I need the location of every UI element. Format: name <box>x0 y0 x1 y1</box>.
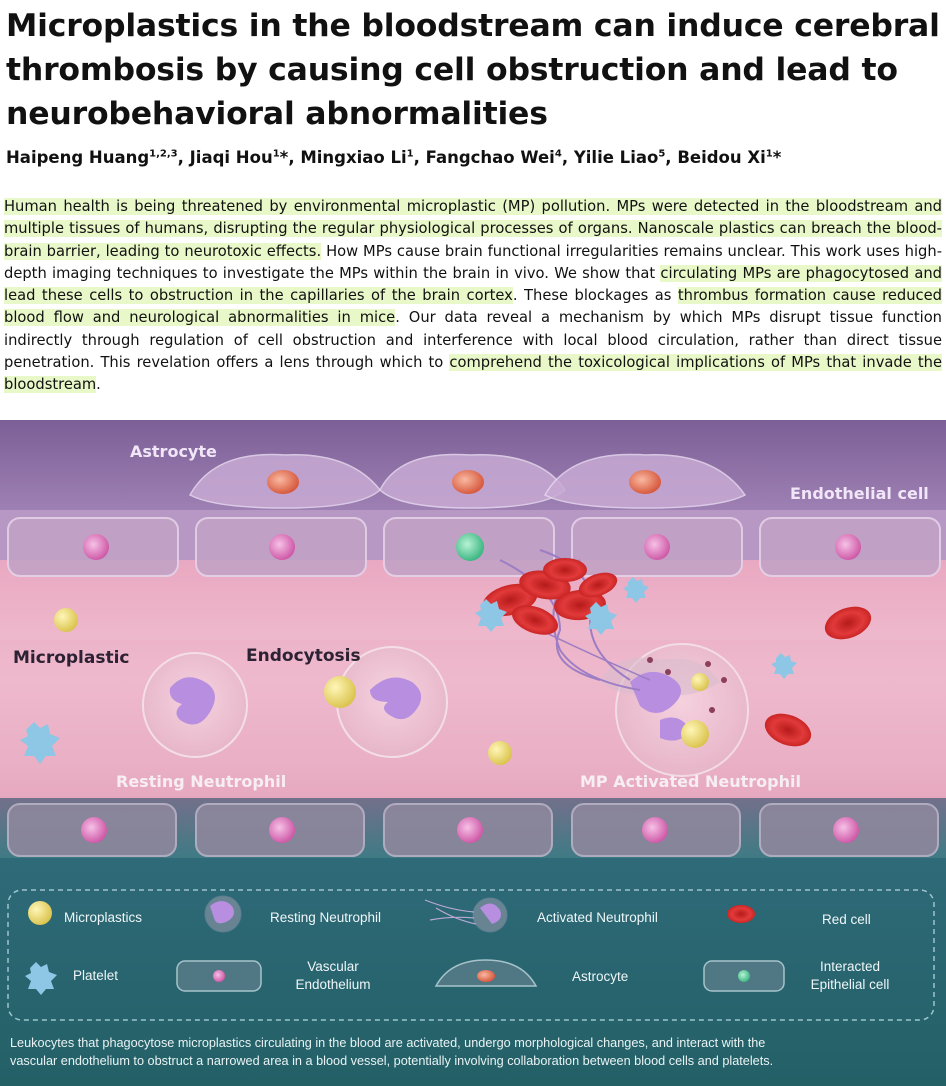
abstract-text: . <box>96 376 101 394</box>
activated-neutrophil <box>499 549 749 777</box>
legend-resting-neutrophil: Resting Neutrophil <box>270 910 381 925</box>
legend-activated-neutrophil-icon <box>424 897 508 933</box>
label-endothelial-cell: Endothelial cell <box>790 484 929 503</box>
endothelium-bottom <box>7 803 939 857</box>
author-affiliation: 1,2,3 <box>149 148 178 160</box>
author: Fangchao Wei4 <box>426 148 562 167</box>
abstract-text: . These blockages as <box>512 287 678 305</box>
author: Jiaqi Hou1* <box>190 148 289 167</box>
author: Yilie Liao5 <box>574 148 665 167</box>
astrocyte-nucleus <box>452 470 484 494</box>
author-corresponding-mark: * <box>279 148 289 167</box>
abstract-text: How MPs cause brain functional irregular… <box>4 242 942 282</box>
resting-neutrophil <box>142 652 248 758</box>
author: Beidou Xi1* <box>677 148 781 167</box>
author-affiliation: 1 <box>406 148 414 160</box>
author-list: Haipeng Huang1,2,3, Jiaqi Hou1*, Mingxia… <box>6 148 782 167</box>
legend-interacted-line1: Interacted <box>820 959 880 974</box>
author-affiliation: 1 <box>765 148 773 160</box>
author: Mingxiao Li1 <box>300 148 413 167</box>
author-name: Beidou Xi <box>677 148 766 167</box>
author: Haipeng Huang1,2,3 <box>6 148 178 167</box>
label-mp-activated-neutrophil: MP Activated Neutrophil <box>580 772 801 791</box>
legend-microplastics: Microplastics <box>64 910 142 925</box>
astrocyte-nucleus <box>267 470 299 494</box>
legend-red-cell-icon <box>727 905 755 923</box>
legend-activated-neutrophil: Activated Neutrophil <box>537 910 658 925</box>
legend-box: Microplastics Resting Neutrophil Activat… <box>7 889 935 1021</box>
figure-caption-line1: Leukocytes that phagocytose microplastic… <box>10 1036 765 1050</box>
author-name: Fangchao Wei <box>425 148 555 167</box>
label-endocytosis: Endocytosis <box>246 646 361 666</box>
paper-title: Microplastics in the bloodstream can ind… <box>6 8 940 132</box>
author-affiliation: 4 <box>554 148 562 160</box>
legend-vascular-line2: Endothelium <box>295 977 370 992</box>
author-name: Mingxiao Li <box>300 148 407 167</box>
astrocyte-nucleus <box>629 470 661 494</box>
author-corresponding-mark: * <box>772 148 782 167</box>
label-microplastic: Microplastic <box>13 648 130 668</box>
abstract-highlight: Human health is being threatened by envi… <box>4 198 942 260</box>
legend-interacted-line2: Epithelial cell <box>811 977 890 992</box>
abstract: Human health is being threatened by envi… <box>4 196 942 397</box>
legend-platelet: Platelet <box>73 968 118 983</box>
legend-red-cell: Red cell <box>822 912 871 927</box>
legend-vascular-endothelium-icon <box>176 960 262 992</box>
author-name: Jiaqi Hou <box>189 148 273 167</box>
endocytosis-neutrophil <box>324 646 448 758</box>
legend-astrocyte-icon <box>434 959 538 987</box>
legend-vascular-line1: Vascular <box>307 959 359 974</box>
label-astrocyte: Astrocyte <box>130 442 217 461</box>
free-microplastics <box>54 608 512 765</box>
legend-resting-neutrophil-icon <box>204 895 242 933</box>
author-name: Yilie Liao <box>573 148 659 167</box>
legend-microplastics-icon <box>28 901 52 925</box>
astrocyte-cells <box>188 453 747 509</box>
endothelium-top <box>7 517 941 577</box>
legend-astrocyte: Astrocyte <box>572 969 628 984</box>
graphical-abstract: Astrocyte Endothelial cell Microplastic … <box>0 420 946 1086</box>
legend-interacted-epithelial-icon <box>703 960 785 992</box>
platelets <box>20 577 797 764</box>
label-resting-neutrophil: Resting Neutrophil <box>116 772 286 791</box>
author-name: Haipeng Huang <box>6 148 150 167</box>
author-affiliation: 5 <box>658 148 666 160</box>
abstract-text: . Our data reveal a mechanism by which M… <box>4 309 942 372</box>
legend-platelet-icon <box>25 962 57 995</box>
figure-caption-line2: vascular endothelium to obstruct a narro… <box>10 1054 773 1068</box>
author-affiliation: 1 <box>272 148 280 160</box>
